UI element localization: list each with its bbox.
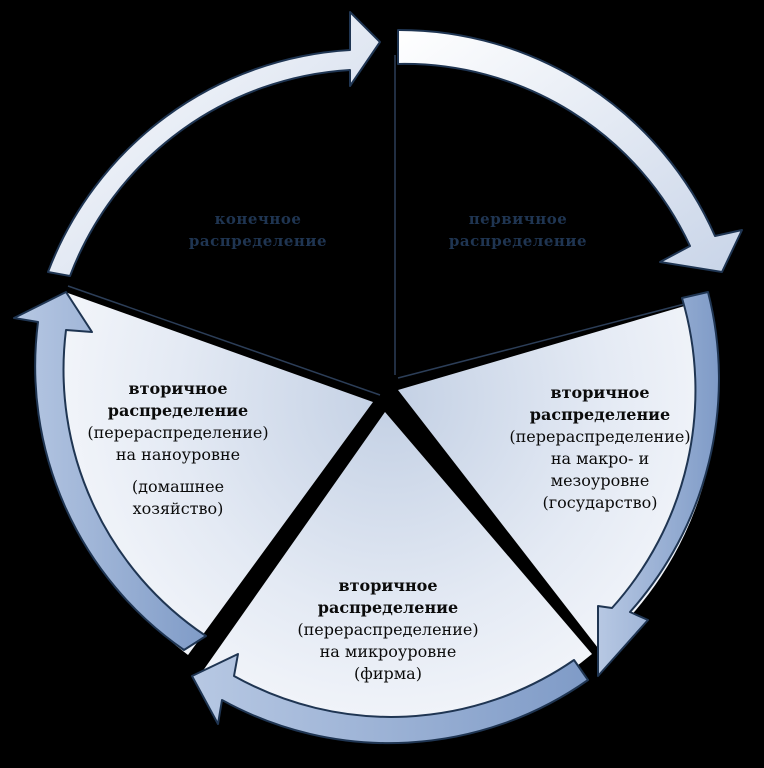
label-secondary-micro: вторичное распределение (перераспределен…	[297, 576, 479, 683]
label-secondary-macro: вторичное распределение (перераспределен…	[509, 383, 691, 512]
label-primary-distribution: первичное распределение	[448, 210, 588, 250]
arrow-nano-to-final	[13, 291, 207, 651]
arrow-macro-to-micro	[597, 291, 720, 677]
label-secondary-nano: вторичное распределение (перераспределен…	[87, 379, 269, 518]
arrow-micro-to-nano	[191, 653, 589, 745]
slice-secondary-micro	[195, 412, 592, 733]
slice-secondary-nano	[52, 292, 374, 655]
label-final-distribution: конечное распределение	[188, 210, 328, 250]
divider-left	[67, 285, 381, 396]
arrow-final-to-primary	[47, 11, 381, 277]
arrow-primary-to-macro	[397, 28, 743, 273]
slice-secondary-macro	[398, 300, 718, 648]
divider-right	[397, 299, 701, 379]
